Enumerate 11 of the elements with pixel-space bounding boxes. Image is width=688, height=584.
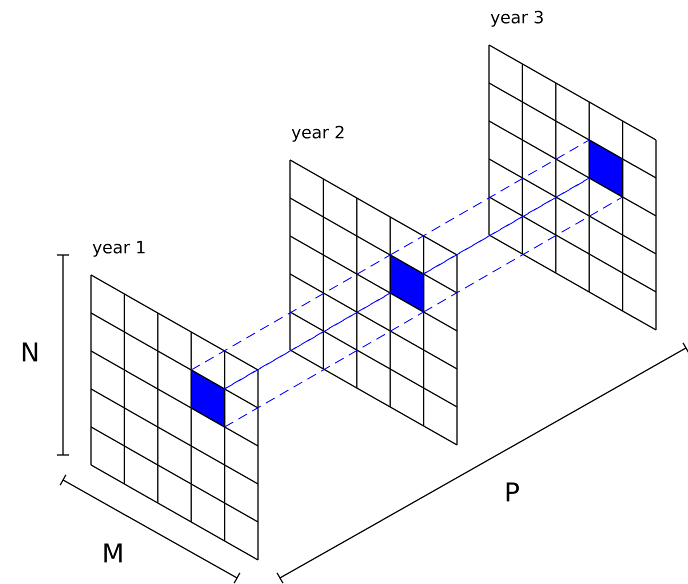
grid-drawing: [90, 274, 259, 561]
grid-label: year 1: [92, 240, 145, 257]
grid-label: year 2: [292, 126, 344, 142]
projection-line: [190, 254, 424, 428]
projection-line: [390, 140, 624, 312]
grid-label: year 3: [490, 10, 543, 27]
dimension-label: N: [22, 342, 38, 362]
grid-drawing: [488, 44, 657, 331]
grid-drawing: [289, 159, 458, 446]
dimension-label: P: [506, 482, 519, 502]
dimension-label: M: [104, 544, 122, 562]
